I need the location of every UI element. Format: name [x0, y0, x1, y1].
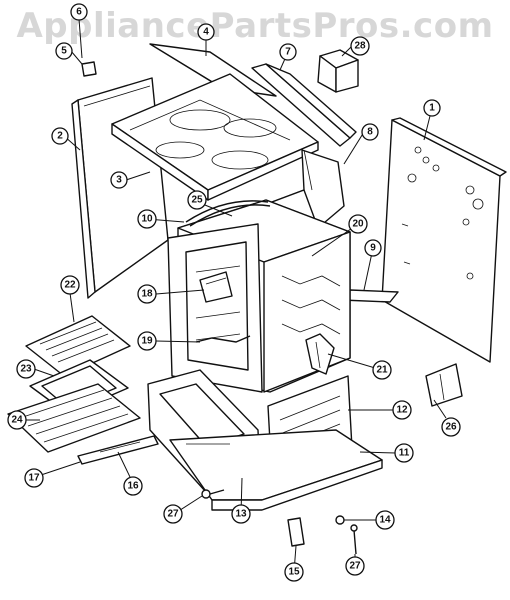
- callout-7: 7: [279, 43, 297, 61]
- callout-27-lower: 27: [345, 556, 365, 576]
- svg-text:11: 11: [399, 448, 410, 459]
- callout-17: 17: [24, 468, 44, 488]
- part-16-lower-rail[interactable]: [77, 435, 159, 465]
- callout-4: 4: [197, 23, 215, 41]
- svg-text:12: 12: [396, 405, 408, 416]
- callout-16: 16: [123, 476, 143, 496]
- svg-text:24: 24: [11, 415, 23, 426]
- part-26-bracket[interactable]: [425, 363, 463, 407]
- svg-text:3: 3: [116, 175, 122, 186]
- svg-text:25: 25: [191, 195, 203, 206]
- svg-text:5: 5: [61, 46, 67, 57]
- callout-6: 6: [70, 3, 88, 21]
- callout-14: 14: [375, 510, 395, 530]
- svg-text:8: 8: [367, 127, 373, 138]
- svg-text:20: 20: [352, 219, 364, 230]
- callout-10: 10: [137, 209, 157, 229]
- callout-3: 3: [110, 171, 128, 189]
- svg-text:22: 22: [64, 280, 76, 291]
- callout-28: 28: [350, 36, 370, 56]
- svg-text:10: 10: [141, 214, 153, 225]
- callout-8: 8: [361, 123, 379, 141]
- svg-text:2: 2: [57, 131, 63, 142]
- part-20-front-frame[interactable]: [167, 223, 263, 393]
- part-3-burner-box[interactable]: [111, 73, 319, 201]
- svg-text:6: 6: [76, 7, 82, 18]
- svg-text:16: 16: [127, 481, 139, 492]
- callout-13: 13: [231, 504, 251, 524]
- svg-text:4: 4: [203, 27, 209, 38]
- callout-1: 1: [423, 99, 441, 117]
- part-28-bracket[interactable]: [317, 49, 359, 93]
- svg-text:9: 9: [370, 243, 376, 254]
- svg-text:14: 14: [379, 515, 391, 526]
- part-1-back-panel[interactable]: [381, 117, 507, 363]
- part-24-oven-rack[interactable]: [7, 383, 141, 453]
- part-22-broiler-pan[interactable]: [25, 315, 131, 377]
- svg-text:13: 13: [235, 509, 247, 520]
- callout-22: 22: [60, 275, 80, 295]
- svg-text:17: 17: [28, 473, 40, 484]
- svg-text:23: 23: [20, 364, 32, 375]
- part-19-bake-burner[interactable]: [195, 335, 251, 343]
- part-15-leg[interactable]: [287, 517, 305, 547]
- watermark-logo: AppliancePartsPros.com: [16, 6, 494, 46]
- svg-text:21: 21: [376, 365, 388, 376]
- callout-23: 23: [16, 359, 36, 379]
- svg-text:27: 27: [167, 509, 179, 520]
- callout-11: 11: [394, 443, 414, 463]
- svg-text:26: 26: [445, 422, 457, 433]
- callout-18: 18: [137, 284, 157, 304]
- part-27-screw-lower[interactable]: [350, 524, 358, 555]
- svg-text:1: 1: [429, 103, 435, 114]
- part-27-screw[interactable]: [201, 489, 225, 499]
- part-18-broil-element[interactable]: [199, 271, 233, 303]
- svg-text:28: 28: [354, 41, 366, 52]
- callout-24: 24: [7, 410, 27, 430]
- callout-26: 26: [441, 417, 461, 437]
- callout-9: 9: [364, 239, 382, 257]
- part-14-screw[interactable]: [335, 515, 345, 525]
- callout-21: 21: [372, 360, 392, 380]
- svg-text:15: 15: [288, 567, 300, 578]
- callout-25: 25: [187, 190, 207, 210]
- part-21-igniter[interactable]: [305, 333, 335, 375]
- callout-19: 19: [137, 331, 157, 351]
- svg-text:7: 7: [285, 47, 291, 58]
- part-7-trim[interactable]: [251, 63, 357, 147]
- callout-27: 27: [163, 504, 183, 524]
- callout-5: 5: [55, 42, 73, 60]
- part-5-clip[interactable]: [81, 61, 97, 77]
- callout-20: 20: [348, 214, 368, 234]
- svg-text:19: 19: [141, 336, 153, 347]
- callout-2: 2: [51, 127, 69, 145]
- callout-15: 15: [284, 562, 304, 582]
- svg-text:27: 27: [349, 561, 361, 572]
- svg-text:18: 18: [141, 289, 153, 300]
- callout-12: 12: [392, 400, 412, 420]
- part-11-base[interactable]: [169, 429, 383, 511]
